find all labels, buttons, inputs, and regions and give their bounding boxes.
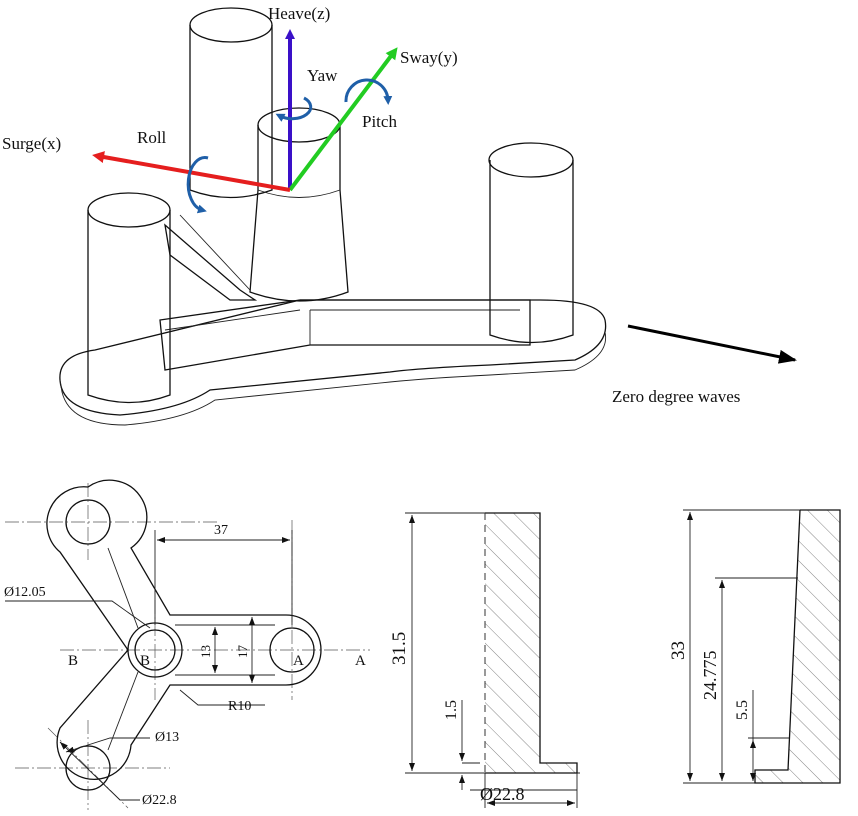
dim-diameter-22-8-section-label: Ø22.8 — [480, 784, 525, 804]
section-b-view — [683, 509, 841, 784]
section-b-center-label: B — [140, 653, 150, 669]
dim-1-5-label: 1.5 — [443, 700, 460, 720]
heave-label: Heave(z) — [268, 4, 330, 23]
platform-3d — [59, 7, 607, 426]
dim-diameter-22-8-plan-label: Ø22.8 — [142, 793, 177, 808]
waves-direction-arrow — [627, 324, 797, 364]
motion-axes — [92, 29, 398, 214]
section-a-center-label: A — [293, 653, 304, 669]
dim-31-5-label: 31.5 — [389, 632, 410, 665]
dim-diameter-12-05-label: Ø12.05 — [4, 585, 46, 600]
sway-label: Sway(y) — [400, 48, 458, 67]
section-a-view — [405, 512, 580, 808]
section-b-left-label: B — [68, 653, 78, 669]
roll-label: Roll — [137, 128, 167, 147]
surge-label: Surge(x) — [2, 134, 61, 153]
yaw-rotation-icon — [275, 96, 313, 122]
dim-37-label: 37 — [214, 523, 228, 538]
dim-R10-label: R10 — [228, 699, 251, 714]
pitch-rotation-icon — [344, 78, 393, 105]
dim-13-inner-label: 13 — [198, 645, 213, 658]
plan-view — [5, 479, 370, 810]
pitch-label: Pitch — [362, 112, 397, 131]
section-a-right-label: A — [355, 653, 366, 669]
dim-33-label: 33 — [668, 641, 689, 660]
surge-axis-arrow — [92, 151, 291, 192]
dim-17-label: 17 — [235, 645, 250, 659]
sway-axis-arrow — [288, 47, 398, 192]
yaw-label: Yaw — [307, 66, 338, 85]
dim-24-775-label: 24.775 — [700, 651, 720, 701]
dim-diameter-13-label: Ø13 — [155, 730, 179, 745]
dim-5-5-label: 5.5 — [734, 700, 751, 720]
roll-rotation-icon — [186, 156, 209, 214]
waves-label: Zero degree waves — [612, 387, 740, 406]
